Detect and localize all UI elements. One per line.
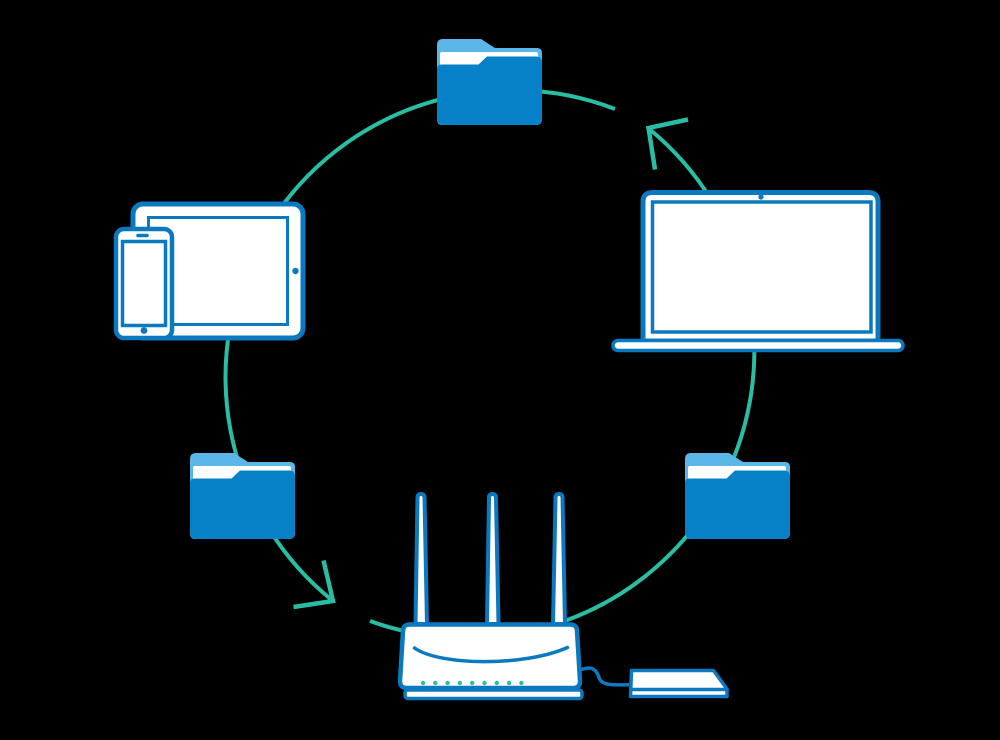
router-led-dot [519,680,524,686]
folder-bottom-left-icon [190,453,295,539]
tablet-icon [130,201,306,341]
router-antenna-right [550,491,568,626]
tablet-home-button [292,267,299,275]
router-front-curve [412,645,570,664]
arrow-up-left-icon [645,117,689,170]
router-antenna-left [413,491,430,626]
arrow-down-right-icon [293,559,336,610]
router-led-dot [494,680,499,686]
drive-body [628,668,729,699]
router-led-dot [482,680,487,686]
router-led-dot [445,680,450,686]
laptop-base [611,338,905,353]
smartphone-icon [113,226,175,341]
usb-cable [579,666,630,687]
phone-home-button [140,327,148,334]
router-led-dot [433,680,438,686]
usb-drive-icon [628,668,729,699]
folder-bottom-right-icon [685,453,790,539]
router-led-dot [470,680,475,686]
router-body [397,622,583,691]
folder-top-icon [437,39,542,125]
router-antenna-middle [484,491,501,626]
router-led-dot [420,680,426,686]
router-stand [403,688,584,701]
laptop-screen [650,200,873,334]
laptop-webcam [758,194,764,200]
router-led-row [420,680,524,686]
router-icon [397,491,584,701]
router-led-dot [457,680,463,686]
phone-screen [120,239,168,328]
router-led-dot [506,680,512,686]
laptop-icon [611,190,905,353]
